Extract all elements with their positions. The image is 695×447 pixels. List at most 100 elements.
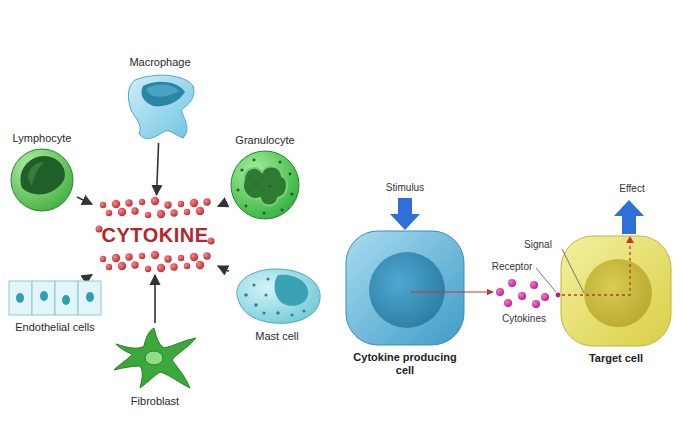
cell-detail — [184, 209, 190, 215]
cell-detail — [561, 236, 671, 346]
endothelial-cells-shape — [8, 280, 102, 316]
cell-detail — [62, 295, 70, 305]
cytokine-molecules — [496, 279, 549, 308]
cell-detail — [100, 256, 106, 262]
mast-cell: Mast cell — [232, 265, 322, 325]
cell-detail — [131, 261, 138, 268]
annotation-label: Receptor — [492, 261, 533, 272]
cell-detail — [255, 183, 257, 185]
cell-detail — [231, 151, 299, 219]
cell-detail — [244, 293, 248, 297]
cell-detail — [281, 209, 284, 212]
cell-detail — [536, 268, 556, 292]
cytokine-title: CYTOKINE — [102, 224, 209, 247]
stimulus-arrow — [390, 198, 420, 230]
cell-detail — [170, 209, 177, 216]
cell-detail — [562, 249, 584, 293]
cell-detail — [106, 264, 112, 270]
cell-detail — [541, 293, 549, 301]
annotation-label: Cytokines — [502, 313, 546, 324]
cell-detail — [9, 281, 101, 315]
cell-detail — [125, 253, 132, 260]
cell-detail — [562, 239, 630, 295]
cell-detail — [289, 173, 292, 176]
target-cell: Target cell — [560, 235, 672, 347]
cell-detail — [147, 84, 179, 96]
lymphocyte-cell-shape — [10, 148, 74, 212]
cell-detail — [203, 252, 210, 259]
cell-label: Mast cell — [255, 330, 298, 343]
arrow-connector — [218, 266, 229, 271]
arrow-connector — [218, 202, 227, 206]
cell-detail — [32, 281, 55, 315]
cell-detail — [157, 210, 165, 218]
arrow-connector — [154, 275, 156, 323]
cell-detail — [269, 185, 271, 187]
cell-detail — [369, 252, 445, 328]
cell-detail — [20, 156, 64, 194]
cell-detail — [290, 192, 293, 195]
cell-detail — [302, 309, 305, 312]
cell-detail — [28, 162, 44, 186]
cell-label: Cytokine producing cell — [345, 351, 465, 376]
cell-detail — [203, 198, 210, 205]
cell-detail — [139, 199, 145, 205]
cell-detail — [145, 212, 151, 218]
cell-detail — [496, 288, 504, 296]
cell-detail — [16, 291, 94, 305]
cell-label: Endothelial cells — [15, 321, 95, 334]
cell-detail — [157, 264, 165, 272]
cell-detail — [106, 210, 112, 216]
lymphocyte-cell: Lymphocyte — [10, 148, 74, 212]
cell-label: Granulocyte — [235, 134, 294, 147]
cell-detail — [264, 293, 267, 296]
target-cell-shape — [560, 235, 672, 347]
cell-detail — [556, 293, 561, 298]
cell-detail — [208, 238, 215, 245]
cell-detail — [86, 292, 94, 302]
cell-detail — [266, 277, 269, 280]
cell-detail — [290, 313, 293, 316]
cell-detail — [78, 281, 101, 315]
cell-detail — [252, 283, 255, 286]
cell-detail — [184, 263, 190, 269]
cell-detail — [145, 266, 151, 272]
cell-detail — [508, 279, 516, 287]
cell-detail — [96, 226, 103, 233]
cell-detail — [151, 197, 159, 205]
cell-detail — [16, 293, 24, 303]
cell-detail — [237, 189, 240, 192]
macrophage-cell-shape — [125, 72, 195, 140]
cell-detail — [131, 207, 138, 214]
cell-detail — [237, 159, 294, 215]
cell-detail — [254, 303, 258, 307]
cell-detail — [55, 281, 78, 315]
cell-detail — [584, 259, 652, 327]
cytokine-cloud: CYTOKINE — [95, 198, 215, 272]
fibroblast-cell: Fibroblast — [112, 326, 198, 390]
cell-detail — [145, 351, 163, 365]
macrophage-cell: Macrophage — [125, 72, 195, 140]
cell-detail — [112, 254, 120, 262]
cell-detail — [100, 202, 106, 208]
cell-detail — [128, 75, 194, 138]
cell-detail — [243, 166, 287, 205]
cell-detail — [190, 253, 198, 261]
arrow-connector — [157, 143, 159, 195]
cell-detail — [346, 231, 464, 345]
cell-label: Target cell — [581, 352, 651, 365]
cell-label: Lymphocyte — [13, 132, 72, 145]
cell-detail — [164, 201, 171, 208]
cell-detail — [240, 168, 243, 171]
cell-detail — [626, 236, 634, 243]
cell-detail — [530, 281, 538, 289]
effect-arrow — [614, 200, 644, 234]
cell-detail — [9, 281, 32, 315]
annotation-label: Signal — [524, 239, 552, 250]
cell-detail — [178, 255, 184, 261]
granulocyte-cell-shape — [230, 150, 300, 220]
cell-detail — [411, 291, 493, 292]
endothelial-cells: Endothelial cells — [8, 280, 102, 316]
cell-detail — [40, 291, 48, 301]
cell-detail — [139, 253, 145, 259]
